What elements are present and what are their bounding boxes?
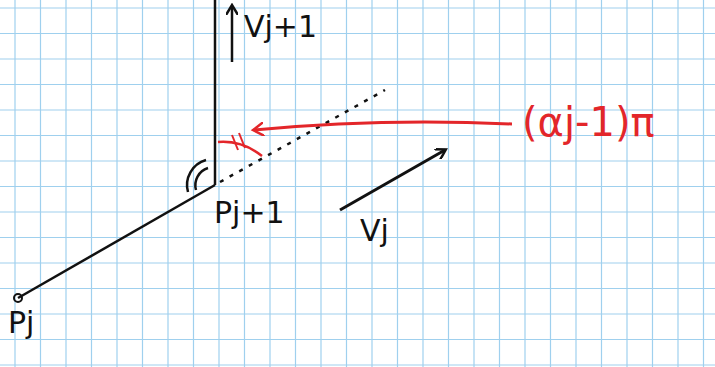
grid-line [0,7,715,8]
grid-line [91,0,92,367]
vector-label: Vj+1 [244,10,317,43]
grid-line [0,33,715,34]
leader-arrow [254,122,512,130]
angle-label: (αj-1)π [522,100,655,144]
grid-line [167,0,168,367]
grid-line [142,0,143,367]
grid-line [550,0,551,367]
grid-line [0,186,715,187]
joint-symbol [187,160,206,192]
grid-line [0,313,715,314]
grid-line [0,211,715,212]
grid-line [575,0,576,367]
grid-line [320,0,321,367]
grid-line [0,237,715,238]
grid-line [652,0,653,367]
grid-line [0,262,715,263]
grid-line [473,0,474,367]
grid-line [218,0,219,367]
grid-line [269,0,270,367]
axis-vector [231,6,234,62]
grid-line [346,0,347,367]
vector-label: Vj [360,214,389,247]
grid-line [601,0,602,367]
point-label: Pj [8,306,34,339]
grid-line [626,0,627,367]
axis-vector [340,150,445,210]
link-segment [214,0,217,185]
grid-line [0,58,715,59]
grid-line [0,160,715,161]
link-segment [18,185,215,298]
grid-line [422,0,423,367]
joint-symbol [195,168,208,190]
joint-point [14,294,22,302]
angle-tick [232,135,238,150]
grid-line [0,339,715,340]
point-label: Pj+1 [214,196,285,229]
grid-line [397,0,398,367]
grid-line [0,364,715,365]
grid-line [499,0,500,367]
grid-line [193,0,194,367]
grid-line [0,288,715,289]
grid-line [40,0,41,367]
grid-line [703,0,704,367]
grid-line [116,0,117,367]
grid-line [0,84,715,85]
grid-line [448,0,449,367]
grid-line [677,0,678,367]
grid-line [244,0,245,367]
grid-line [524,0,525,367]
angle-tick [239,133,245,148]
angle-arc [218,142,262,156]
grid-line [371,0,372,367]
grid-line [295,0,296,367]
extension-line [220,90,385,182]
grid-line [65,0,66,367]
